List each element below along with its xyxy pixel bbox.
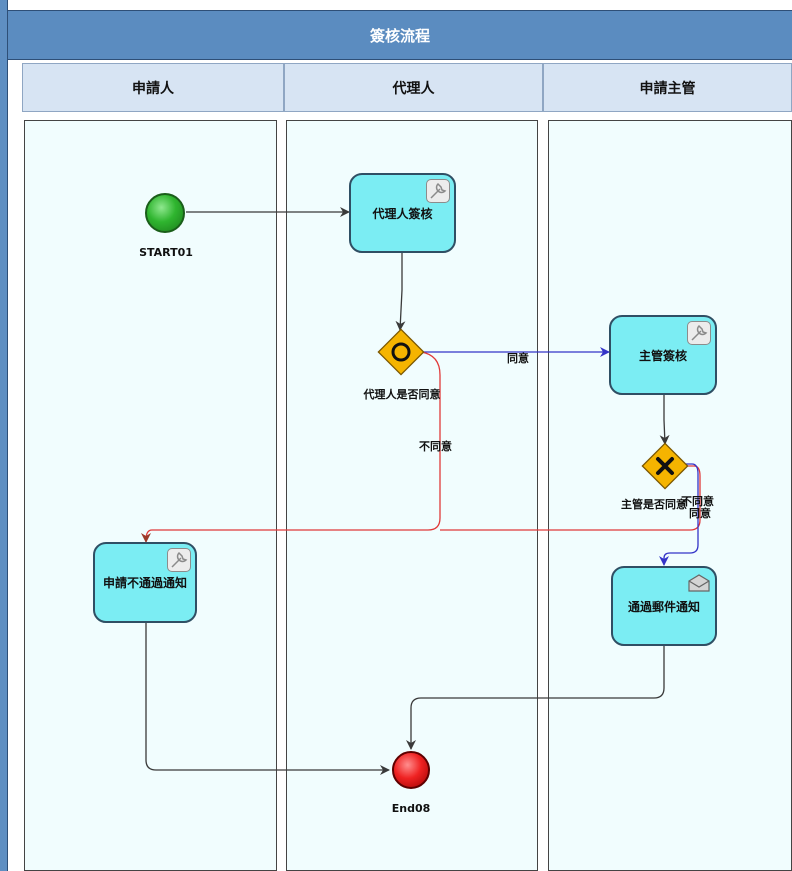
lane-header-agent: 代理人 (284, 63, 543, 112)
lane-header-supervisor: 申請主管 (543, 63, 792, 112)
task-supervisor-sign[interactable]: 主管簽核 (609, 315, 717, 395)
pool-title: 簽核流程 (369, 27, 430, 45)
task-agent-sign-label: 代理人簽核 (372, 206, 433, 221)
flow-label-disagree-2: 不同意 (681, 495, 714, 508)
lane-header-supervisor-label: 申請主管 (639, 80, 696, 97)
lane-header-applicant: 申請人 (22, 63, 284, 112)
flow-label-agree-2: 同意 (689, 507, 711, 520)
lane-header-agent-label: 代理人 (392, 80, 435, 97)
envelope-icon (687, 572, 711, 596)
lane-header-applicant-label: 申請人 (132, 80, 174, 97)
wrench-icon (426, 179, 450, 203)
task-reject-notify-label: 申請不通過通知 (102, 576, 187, 590)
gateway-supervisor-agree-label: 主管是否同意 (621, 498, 687, 511)
task-agent-sign[interactable]: 代理人簽核 (349, 173, 456, 253)
task-supervisor-sign-label: 主管簽核 (638, 348, 687, 363)
task-reject-notify[interactable]: 申請不通過通知 (93, 542, 197, 623)
task-approve-mail-label: 通過郵件通知 (627, 599, 700, 614)
left-edge-bar (0, 0, 8, 871)
lane-applicant (24, 120, 277, 871)
end-event[interactable] (392, 751, 430, 789)
flow-label-agree-1: 同意 (507, 352, 529, 365)
wrench-icon (687, 321, 711, 345)
lane-supervisor (548, 120, 792, 871)
start-event-label: START01 (139, 246, 193, 259)
wrench-icon (167, 548, 191, 572)
gateway-agent-agree-label: 代理人是否同意 (363, 388, 441, 401)
pool-header: 簽核流程 (8, 10, 792, 60)
task-approve-mail[interactable]: 通過郵件通知 (611, 566, 717, 646)
end-event-label: End08 (391, 802, 431, 815)
flow-label-disagree-1: 不同意 (419, 440, 452, 453)
start-event[interactable] (145, 193, 185, 233)
